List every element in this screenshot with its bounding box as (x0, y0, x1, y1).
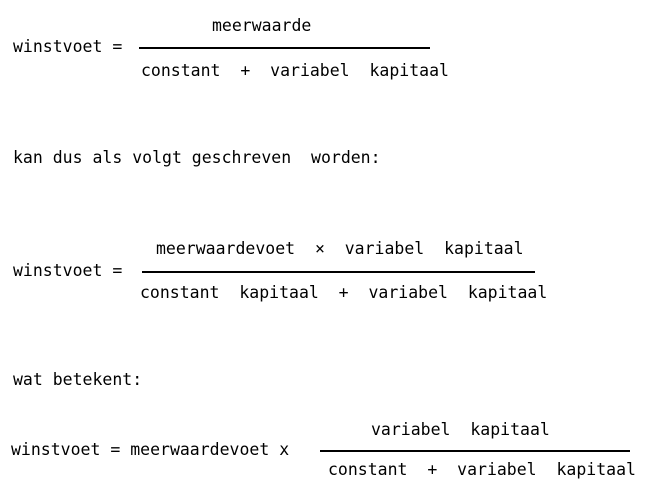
formula-2-fraction-bar (142, 271, 535, 273)
formula-1-numerator: meerwaarde (212, 16, 312, 35)
formula-3-numerator: variabel kapitaal (371, 420, 550, 439)
formula-1-denominator: constant + variabel kapitaal (141, 61, 449, 80)
formula-2-denominator: constant kapitaal + variabel kapitaal (140, 283, 548, 302)
formula-3-fraction-bar (320, 450, 630, 452)
formula-2-numerator: meerwaardevoet × variabel kapitaal (156, 239, 524, 258)
connecting-text-1: kan dus als volgt geschreven worden: (13, 148, 381, 167)
formula-2-lhs: winstvoet = (13, 261, 123, 280)
connecting-text-2: wat betekent: (13, 370, 143, 389)
formula-3-denominator: constant + variabel kapitaal (328, 460, 636, 479)
formula-1-lhs: winstvoet = (13, 37, 123, 56)
formula-3-lhs: winstvoet = meerwaardevoet x (11, 440, 290, 459)
formula-1-fraction-bar (139, 47, 430, 49)
